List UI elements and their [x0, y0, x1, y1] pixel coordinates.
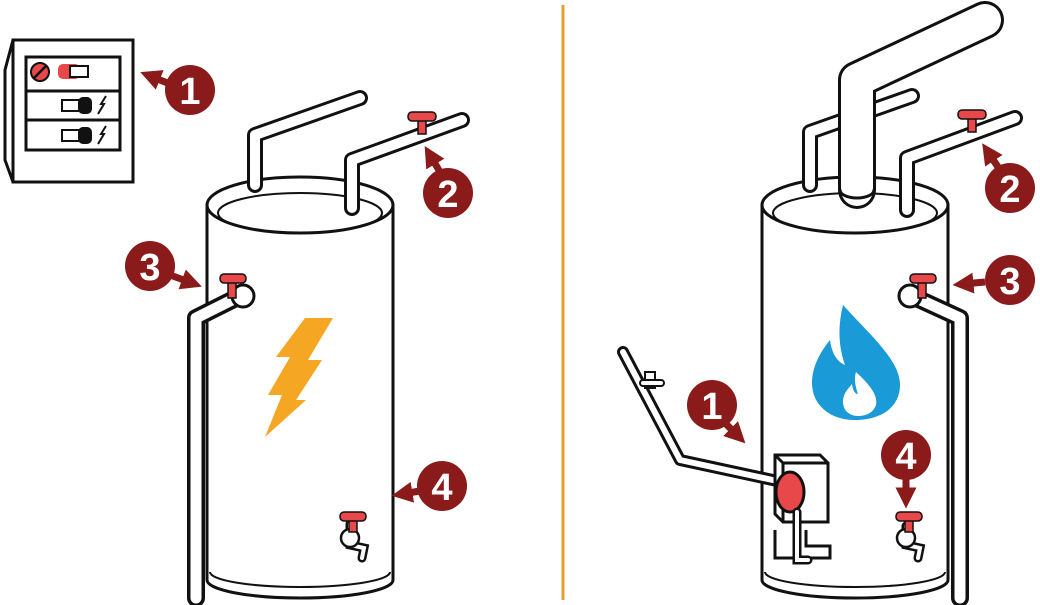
gas-callout-1-label: 1	[701, 386, 722, 428]
gas-shutoff-valve-icon	[957, 109, 987, 133]
callout-4: 4	[391, 461, 467, 511]
gas-cold-inlet-pipe	[802, 88, 920, 193]
drain-valve-icon	[339, 511, 370, 563]
shutoff-valve-icon	[407, 111, 437, 135]
callout-1-label: 1	[179, 71, 200, 113]
gas-callout-2-label: 2	[999, 169, 1020, 211]
flame-icon	[812, 305, 900, 420]
callout-3: 3	[125, 241, 202, 291]
gas-callout-2: 2	[982, 143, 1035, 213]
callout-2: 2	[423, 145, 473, 218]
gas-line-valve-icon	[639, 371, 665, 389]
gas-water-heater: 1 2 3 4	[617, 1, 1035, 605]
exhaust-flue	[838, 1, 1004, 209]
lightning-bolt-icon	[265, 318, 333, 437]
gas-callout-4-label: 4	[895, 436, 916, 478]
cold-inlet-pipe	[247, 90, 368, 193]
gas-callout-1: 1	[687, 380, 746, 444]
electric-water-heater: 1 2 3 4	[3, 38, 473, 605]
gas-callout-3-label: 3	[999, 261, 1020, 303]
callout-2-label: 2	[437, 174, 458, 216]
gas-hot-outlet-pipe	[899, 110, 1023, 218]
gas-relief-valve-pipe	[897, 283, 969, 605]
gas-callout-4: 4	[881, 430, 931, 509]
callout-4-label: 4	[431, 467, 452, 509]
relief-valve-pipe	[187, 283, 256, 605]
callout-1: 1	[140, 65, 215, 115]
gas-callout-3: 3	[952, 255, 1035, 305]
gas-drain-valve-icon	[895, 511, 926, 563]
gas-supply-line	[617, 346, 788, 488]
relief-valve-icon	[219, 273, 247, 299]
gas-control-valve	[773, 453, 832, 565]
breaker-box-icon	[3, 38, 135, 184]
gas-relief-valve-icon	[909, 273, 937, 299]
callout-3-label: 3	[139, 247, 160, 289]
